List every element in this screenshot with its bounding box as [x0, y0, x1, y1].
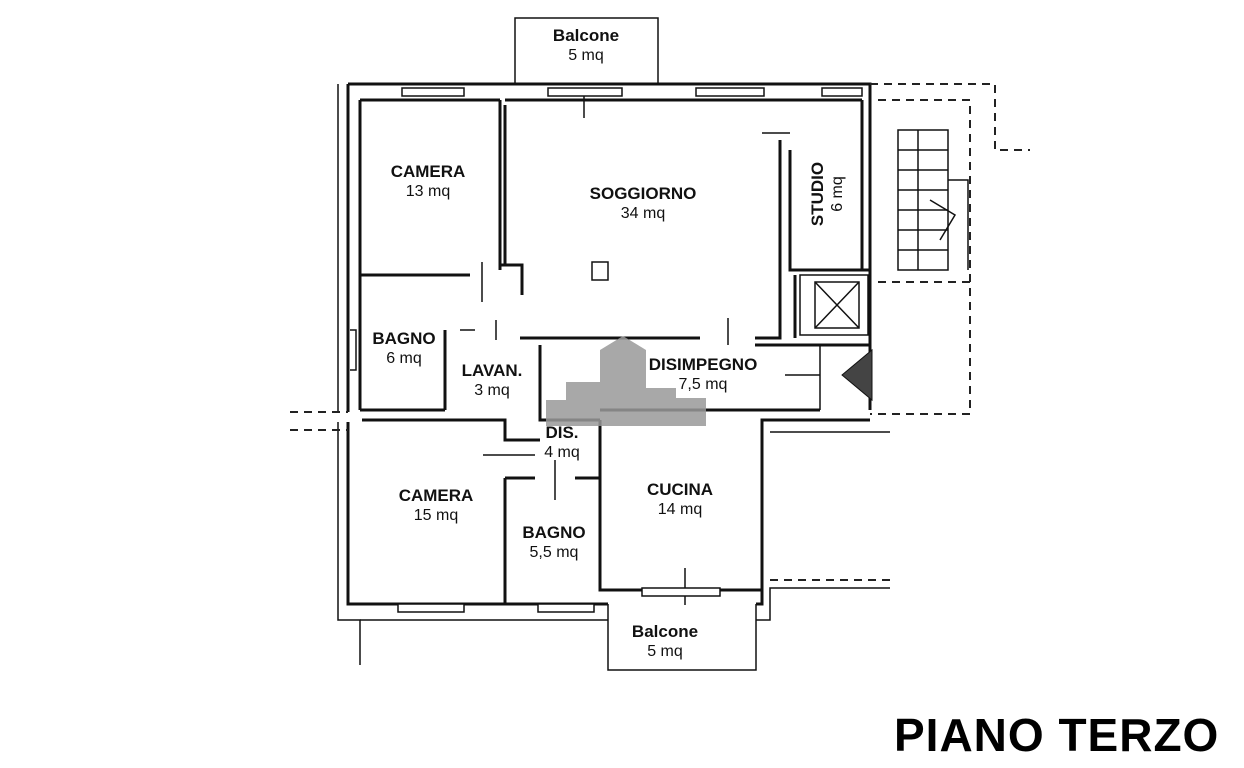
room-area: 5 mq: [568, 47, 604, 65]
room-name: BAGNO: [522, 523, 586, 542]
room-area: 4 mq: [544, 444, 580, 462]
room-label-soggiorno: SOGGIORNO 34 mq: [590, 184, 697, 224]
room-label-balcone-top: Balcone 5 mq: [553, 26, 619, 66]
room-name: STUDIO: [808, 161, 828, 227]
balcony-bottom-outline: [607, 604, 757, 671]
room-area: 14 mq: [657, 501, 703, 519]
room-area: 34 mq: [620, 205, 666, 223]
room-label-bagno-2: BAGNO 5,5 mq: [522, 523, 585, 563]
room-area: 5 mq: [647, 643, 683, 661]
room-name: CUCINA: [646, 480, 714, 499]
room-label-balcone-bottom: Balcone 5 mq: [632, 622, 698, 662]
room-label-lavanderia: LAVAN. 3 mq: [462, 361, 523, 401]
room-area: 5,5 mq: [529, 544, 579, 562]
room-label-studio: STUDIO 6 mq: [808, 162, 848, 226]
elevator-icon: [799, 274, 869, 336]
room-label-camera-2: CAMERA 15 mq: [399, 486, 474, 526]
column: [591, 261, 609, 281]
room-area: 6 mq: [829, 176, 847, 212]
dashed-boundaries: [290, 83, 1030, 581]
room-area: 15 mq: [413, 507, 459, 525]
room-area: 6 mq: [386, 350, 422, 368]
room-name: DISIMPEGNO: [648, 355, 758, 374]
balcony-top-outline: [514, 17, 659, 84]
room-name: CAMERA: [398, 486, 474, 505]
room-label-disimpegno: DISIMPEGNO 7,5 mq: [649, 355, 758, 395]
room-name: LAVAN.: [461, 361, 523, 380]
room-label-bagno-1: BAGNO 6 mq: [372, 329, 435, 369]
room-name: DIS.: [545, 423, 579, 442]
room-name: CAMERA: [390, 162, 466, 181]
room-label-cucina: CUCINA 14 mq: [647, 480, 713, 520]
floor-title: PIANO TERZO: [894, 709, 1220, 761]
watermark-logo-icon: [546, 336, 706, 426]
room-area: 13 mq: [405, 183, 451, 201]
room-name: SOGGIORNO: [589, 184, 697, 203]
room-area: 3 mq: [474, 382, 510, 400]
room-label-dis: DIS. 4 mq: [544, 423, 580, 463]
room-name: Balcone: [552, 26, 620, 45]
room-label-camera-1: CAMERA 13 mq: [391, 162, 466, 202]
room-area: 7,5 mq: [678, 376, 728, 394]
room-name: Balcone: [631, 622, 699, 641]
stair-icon: [897, 129, 969, 271]
room-name: BAGNO: [372, 329, 436, 348]
shaft-triangle: [841, 348, 873, 402]
windows: [397, 87, 863, 613]
